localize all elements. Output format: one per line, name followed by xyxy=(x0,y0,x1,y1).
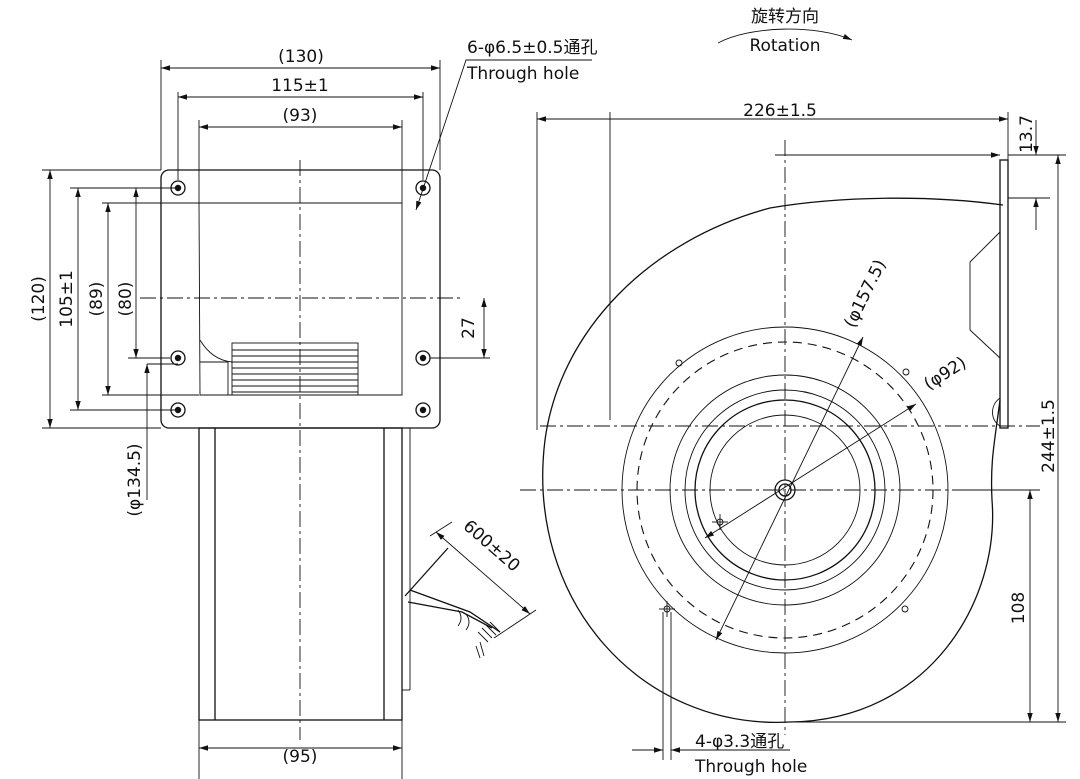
dim-height-120 xyxy=(42,169,161,429)
dim-label-105: 105±1 xyxy=(57,270,77,328)
dim-label-93: (93) xyxy=(283,106,318,126)
dim-label-80: (80) xyxy=(116,282,136,317)
dim-label-phi157: (φ157.5) xyxy=(840,257,890,332)
front-view xyxy=(520,28,1066,760)
dim-label-13-7: 13.7 xyxy=(1017,115,1037,153)
side-view xyxy=(42,59,592,779)
dim-label-115: 115±1 xyxy=(271,76,329,96)
dim-height-105 xyxy=(70,187,178,411)
bottom-hole-callout xyxy=(632,612,790,760)
power-cable xyxy=(404,547,501,659)
front-mounting-holes xyxy=(659,359,910,617)
dim-label-108: 108 xyxy=(1009,592,1029,624)
dim-height-80 xyxy=(128,187,170,359)
dim-label-120: (120) xyxy=(29,276,49,322)
fan-housing-side xyxy=(198,427,411,779)
dim-label-130: (130) xyxy=(278,47,324,67)
hole-spec-top: 6-φ6.5±0.5通孔 xyxy=(467,38,597,58)
dim-label-95: (95) xyxy=(283,747,318,767)
dim-13-7 xyxy=(775,120,1050,230)
dim-label-phi134: (φ134.5) xyxy=(125,443,145,516)
dim-height-244 xyxy=(790,154,1066,723)
dim-phi92-line xyxy=(704,403,917,539)
dim-phi157-line xyxy=(715,336,864,641)
dim-label-226: 226±1.5 xyxy=(743,101,817,121)
hole-spec-bottom-en: Through hole xyxy=(694,757,807,777)
dim-height-108 xyxy=(960,489,1040,722)
dim-label-27: 27 xyxy=(459,317,479,339)
outlet-opening xyxy=(198,202,403,396)
dim-phi134-leader xyxy=(144,363,178,500)
dim-label-244: 244±1.5 xyxy=(1039,399,1059,473)
dim-width-226 xyxy=(536,112,1009,430)
outlet-flange-front xyxy=(969,159,1009,429)
dim-label-phi92: (φ92) xyxy=(920,353,970,394)
dim-width-93 xyxy=(198,120,403,203)
hole-spec-top-en: Through hole xyxy=(466,64,579,84)
mounting-flange xyxy=(160,169,441,429)
scroll-housing-outline xyxy=(542,197,1004,723)
dim-height-89 xyxy=(102,202,199,396)
mounting-hole-group xyxy=(170,180,431,418)
rotation-arrow xyxy=(717,28,853,44)
dim-width-115 xyxy=(177,92,424,180)
dim-offset-27 xyxy=(430,298,490,359)
impeller-blades xyxy=(199,339,359,396)
housing-front-ring xyxy=(621,326,949,654)
hole-spec-bottom: 4-φ3.3通孔 xyxy=(695,732,784,752)
hole-callout-leader xyxy=(415,59,592,211)
dim-label-cable: 600±20 xyxy=(459,516,524,576)
rotation-label-cn: 旋转方向 xyxy=(751,7,819,27)
dim-label-89: (89) xyxy=(87,282,107,317)
rotation-label-en: Rotation xyxy=(749,36,820,56)
dim-cable-length xyxy=(429,521,537,639)
dim-width-130 xyxy=(160,60,441,170)
